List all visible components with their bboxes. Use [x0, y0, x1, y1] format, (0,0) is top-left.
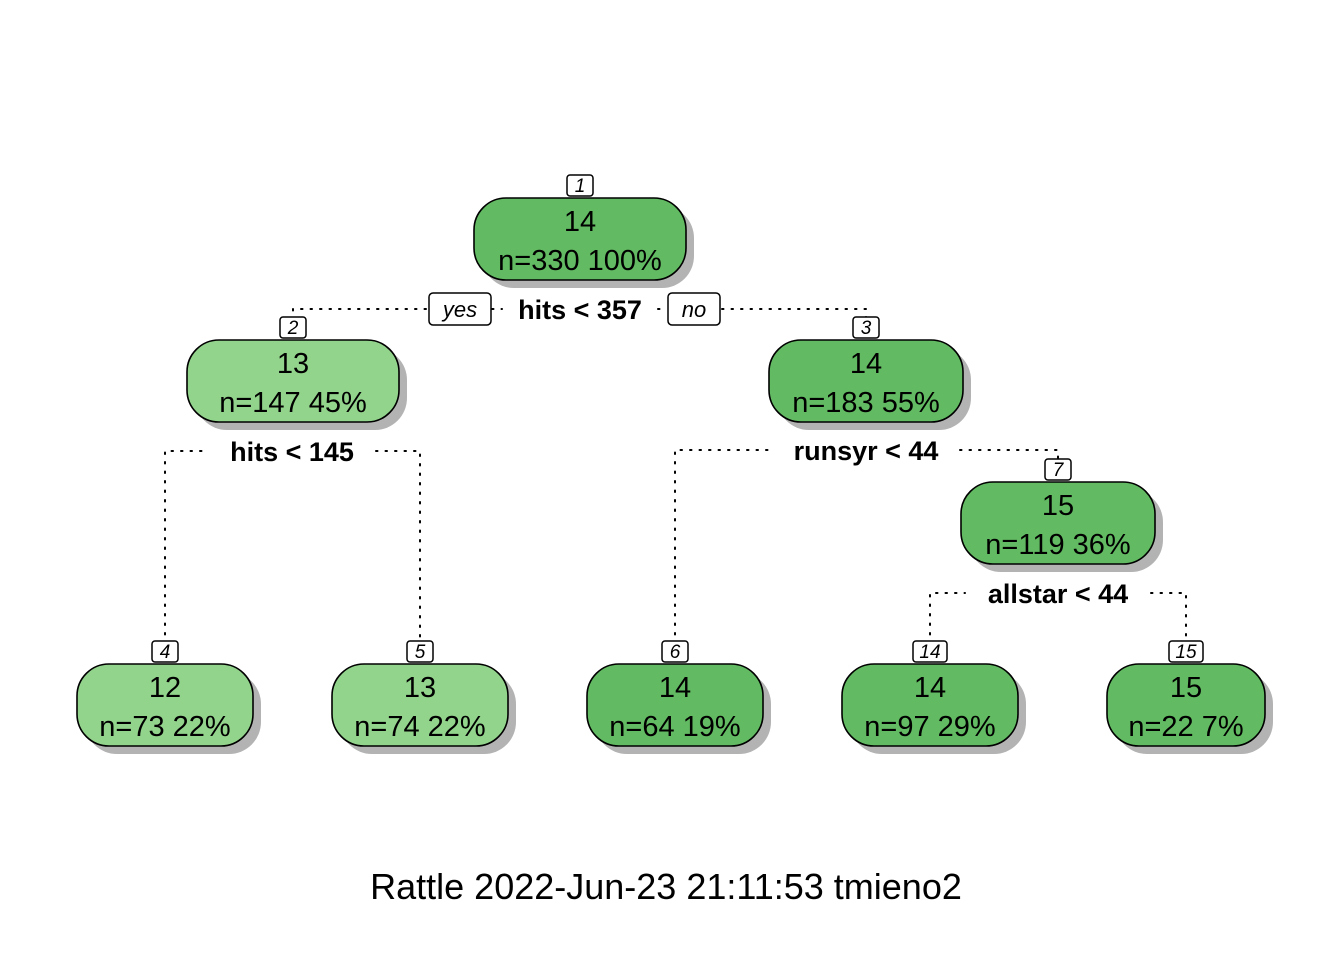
edge-7-to-14: [929, 592, 966, 645]
split-label-node-3: runsyr < 44: [794, 436, 939, 466]
node-id-badge: [279, 316, 307, 339]
node-id-label: 6: [670, 642, 681, 663]
branch-yes-label: yes: [441, 297, 477, 322]
node-sample-stats: n=183 55%: [792, 387, 940, 419]
node-id-label: 4: [160, 642, 171, 663]
node-id-label: 14: [919, 642, 940, 663]
split-labels: hits < 357 hits < 145 runsyr < 44 allstar <…: [230, 292, 1128, 609]
node-sample-stats: n=97 29%: [864, 711, 995, 743]
node-3: 14 n=183 55% 3: [768, 316, 971, 430]
edge-1-to-3: [721, 308, 867, 321]
node-7: 15 n=119 36% 7: [960, 458, 1163, 572]
node-sample-stats: n=73 22%: [99, 711, 230, 743]
node-id-badge: [852, 316, 880, 339]
node-box: [768, 339, 964, 423]
node-predicted-value: 12: [149, 672, 181, 704]
node-id-label: 5: [415, 642, 426, 663]
node-id-badge: [566, 174, 594, 197]
branch-yes-badge: yes: [428, 292, 492, 326]
tree-nodes: 14 n=330 100% 1 13 n=147 45% 2 14 n=183 55% 3 12 n…: [76, 174, 1273, 754]
node-predicted-value: 15: [1042, 490, 1074, 522]
node-1: 14 n=330 100% 1: [473, 174, 694, 288]
node-id-label: 15: [1175, 642, 1197, 663]
node-id-badge: [151, 640, 179, 663]
node-box: [76, 663, 254, 747]
node-sample-stats: n=330 100%: [498, 245, 662, 277]
node-box: [960, 481, 1156, 565]
edge-2-to-5: [375, 450, 421, 645]
node-sample-stats: n=74 22%: [354, 711, 485, 743]
node-predicted-value: 15: [1170, 672, 1202, 704]
node-box: [1106, 663, 1266, 747]
branch-yes-box: [428, 292, 492, 326]
branch-no-label: no: [682, 297, 706, 322]
split-label-node-7: allstar < 44: [988, 579, 1128, 609]
edge-7-to-15: [1150, 592, 1187, 645]
node-4: 12 n=73 22% 4: [76, 640, 261, 754]
node-id-badge: [1044, 458, 1072, 481]
node-2: 13 n=147 45% 2: [186, 316, 407, 430]
node-box: [331, 663, 509, 747]
node-predicted-value: 14: [850, 348, 882, 380]
node-6: 14 n=64 19% 6: [586, 640, 771, 754]
node-box: [473, 197, 687, 281]
branch-no-badge: no: [667, 292, 721, 326]
footer-caption: Rattle 2022-Jun-23 21:11:53 tmieno2: [370, 866, 962, 907]
node-predicted-value: 14: [564, 206, 596, 238]
node-sample-stats: n=147 45%: [219, 387, 367, 419]
node-id-label: 2: [287, 318, 299, 339]
node-5: 13 n=74 22% 5: [331, 640, 516, 754]
node-sample-stats: n=64 19%: [609, 711, 740, 743]
node-id-label: 7: [1053, 460, 1065, 481]
node-box: [841, 663, 1019, 747]
node-sample-stats: n=119 36%: [985, 529, 1130, 561]
node-id-badge: [661, 640, 689, 663]
branch-no-box: [667, 292, 721, 326]
node-15: 15 n=22 7% 15: [1106, 640, 1273, 754]
node-predicted-value: 13: [404, 672, 436, 704]
node-id-badge: [1168, 640, 1204, 663]
edge-2-to-4: [164, 450, 209, 645]
node-id-badge: [912, 640, 948, 663]
node-id-label: 1: [575, 176, 586, 197]
edge-3-to-6: [674, 449, 773, 645]
node-box: [186, 339, 400, 423]
node-predicted-value: 14: [914, 672, 946, 704]
node-sample-stats: n=22 7%: [1128, 711, 1243, 743]
edge-1-to-2: [292, 308, 429, 321]
edge-3-to-7: [959, 449, 1059, 463]
node-id-label: 3: [861, 318, 872, 339]
node-box: [586, 663, 764, 747]
split-label-node-2: hits < 145: [230, 437, 354, 467]
node-predicted-value: 13: [277, 348, 309, 380]
node-id-badge: [406, 640, 434, 663]
split-label-node-1: hits < 357: [518, 295, 642, 325]
node-predicted-value: 14: [659, 672, 691, 704]
node-14: 14 n=97 29% 14: [841, 640, 1026, 754]
